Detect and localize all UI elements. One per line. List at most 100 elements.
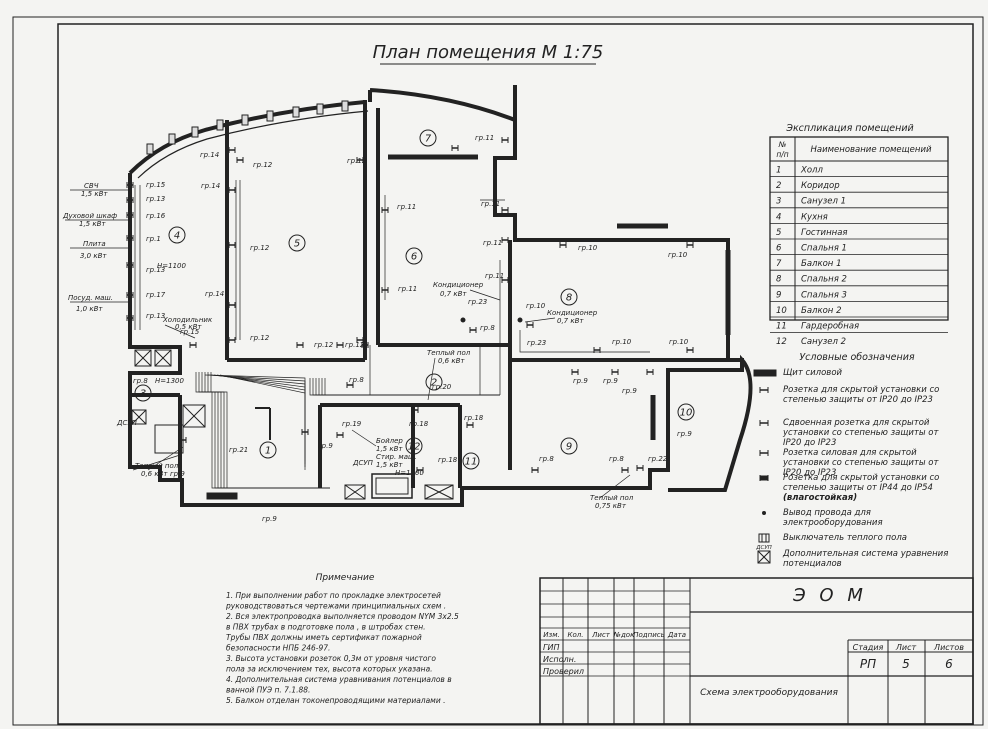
plan-title: План помещения М 1:75 — [373, 42, 604, 63]
stamp-block — [539, 577, 974, 725]
legend-text: Розетка для скрытой установки со — [783, 473, 939, 483]
socket-symbol — [466, 422, 474, 428]
plan-label: 3,0 кВт — [80, 252, 107, 260]
facade-pier — [146, 143, 154, 155]
plan-label: гр.12 — [345, 341, 365, 349]
plan-label: гр.9 — [170, 470, 185, 478]
facade-pier — [191, 126, 199, 138]
explication-row-num: 1 — [776, 166, 781, 176]
explication-row-name: Спальня 3 — [801, 290, 847, 300]
explication-row-num: 3 — [776, 197, 781, 207]
leader-line — [164, 324, 196, 339]
stamp-role: Исполн. — [543, 655, 576, 664]
room-number-circle — [405, 437, 423, 455]
room-number-circle — [134, 384, 152, 402]
socket-symbol — [346, 382, 354, 388]
explication-row-num: 11 — [776, 322, 787, 332]
cable-run — [207, 374, 306, 467]
explication-row-name: Холл — [800, 166, 823, 176]
room-number-circle — [419, 129, 437, 147]
socket-symbol — [501, 207, 509, 213]
dsup-box-1 — [131, 409, 147, 425]
room-number-circle — [462, 452, 480, 470]
legend-text: электрооборудования — [783, 518, 883, 528]
plan-label: гр.11 — [475, 134, 494, 142]
plan-label: гр.21 — [229, 446, 248, 454]
curved-facade-wall — [128, 100, 366, 175]
plan-label: гр.18 — [438, 456, 458, 464]
plan-label: Духовой шкаф — [62, 212, 117, 220]
stamp-stage-label: Стадия — [853, 643, 884, 652]
plan-label: гр.8 — [133, 377, 148, 385]
socket-symbol — [411, 407, 419, 413]
floor-switch-box — [182, 404, 206, 428]
notes-line: безопасности НПБ 246-97. — [226, 644, 330, 653]
plan-label: Бойлер — [376, 437, 403, 445]
wet-socket-icon — [759, 475, 769, 481]
socket-symbol — [126, 292, 134, 298]
legend-text: Сдвоенная розетка для скрытой — [783, 418, 930, 428]
plan-label: гр.8 — [349, 376, 364, 384]
plan-label: гр.16 — [146, 212, 166, 220]
plan-label: гр.12 — [253, 161, 273, 169]
room-number: 10 — [680, 408, 693, 419]
facade-pier — [316, 103, 324, 115]
socket-symbol — [126, 235, 134, 241]
legend-text: степенью защиты от IP20 до IP23 — [783, 395, 933, 405]
legend-text: установки со степенью защиты от — [782, 428, 939, 438]
explication-row-name: Санузел 1 — [801, 197, 846, 207]
plan-label: Теплый пол — [590, 494, 634, 502]
plan-label: гр.13 — [146, 266, 165, 274]
plan-label: гр.14 — [205, 290, 224, 298]
explication-row-name: Гардеробная — [801, 322, 859, 332]
plan-label: гр.14 — [201, 182, 220, 190]
icon-fill — [760, 475, 768, 481]
socket-symbol — [236, 157, 244, 163]
leader-line — [599, 474, 631, 499]
plan-label: гр.9 — [677, 430, 692, 438]
stamp-role: ГИП — [543, 643, 559, 652]
leader-line — [147, 446, 184, 471]
plan-label: H=1300 — [155, 377, 184, 385]
socket-symbol — [686, 242, 694, 248]
room-number: 2 — [431, 378, 437, 389]
plan-label: гр.12 — [250, 244, 270, 252]
appliance-cross — [134, 349, 152, 367]
room-number: 7 — [425, 134, 432, 145]
plan-label: гр.13 — [146, 312, 165, 320]
outlet-dot — [460, 317, 466, 323]
cross — [182, 404, 206, 428]
socket-symbol — [559, 242, 567, 248]
plan-outer-wall — [128, 85, 744, 507]
cabinet-box — [424, 484, 454, 500]
socket-symbol — [416, 467, 424, 473]
stamp-col-label: №док — [613, 631, 635, 639]
socket-symbol — [228, 147, 236, 153]
plan-label: гр.11 — [485, 272, 504, 280]
plan-label: 1,5 кВт — [376, 461, 403, 469]
socket-symbol — [381, 207, 389, 213]
facade-pier — [341, 100, 349, 112]
plan-label: гр.18 — [409, 420, 429, 428]
stamp-sheet-title: Схема электрооборудования — [700, 688, 838, 698]
notes-line: 4. Дополнительная система уравнивания по… — [226, 675, 452, 684]
leader-line — [524, 317, 556, 323]
legend-text: Розетка силовая для скрытой — [783, 448, 917, 458]
socket-symbol — [336, 342, 344, 348]
plan-label: 0,75 кВт — [595, 502, 627, 510]
explication-col-name: Наименование помещений — [811, 145, 932, 155]
legend-text: Вывод провода для — [783, 508, 871, 518]
plan-label: гр.14 — [200, 151, 219, 159]
stamp-col-label: Кол. — [568, 631, 584, 639]
bathtub-2-inner — [375, 477, 409, 495]
facade-pier — [168, 133, 176, 145]
leader-line — [469, 289, 501, 301]
socket-symbol — [228, 242, 236, 248]
plan-label: Теплый пол — [427, 349, 471, 357]
plan-label: H=1100 — [157, 262, 186, 270]
room-number: 12 — [408, 442, 421, 453]
explication-row-num: 10 — [776, 306, 787, 316]
legend-text: IP20 до IP23 — [783, 438, 836, 448]
plan-label: 1,5 кВт — [81, 190, 108, 198]
dsup-box-2 — [344, 484, 366, 500]
